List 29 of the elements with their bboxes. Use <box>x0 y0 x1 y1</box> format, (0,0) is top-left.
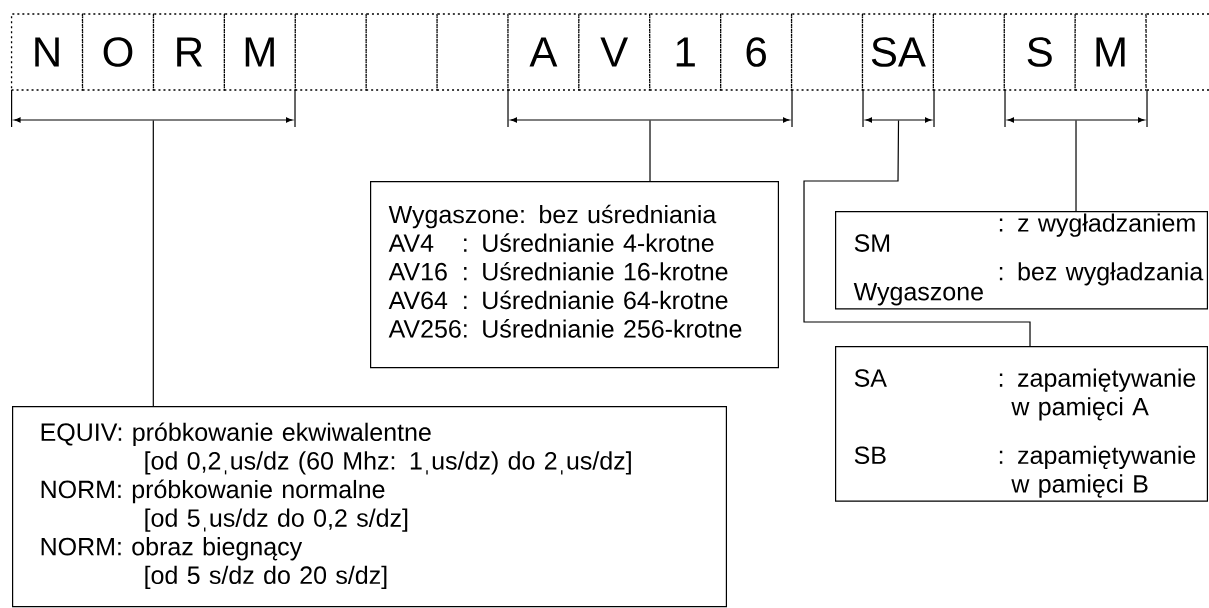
empty-cell <box>294 13 367 91</box>
text-box: SA : zapamiętywanie w pamięci A SB : zapamiętywanie w pamięci B <box>835 346 1208 502</box>
span-bracket <box>507 89 793 128</box>
connector-line <box>649 120 651 182</box>
empty-cell <box>932 13 1005 91</box>
letter-cell: M <box>1074 13 1147 91</box>
letter-cell: 6 <box>720 13 793 91</box>
letter-cell: SA <box>861 13 934 91</box>
empty-cell <box>436 13 509 91</box>
letter-cell: V <box>578 13 651 91</box>
letter-cell: S <box>1003 13 1076 91</box>
letter-cell: O <box>81 13 155 91</box>
connector-line <box>1075 120 1077 212</box>
letter-cell: A <box>507 13 580 91</box>
letter-cell: R <box>152 13 225 91</box>
connector-line <box>152 120 154 407</box>
span-bracket <box>11 89 296 128</box>
letter-cell: M <box>223 13 296 91</box>
empty-cell <box>365 13 438 91</box>
empty-cell <box>790 13 864 91</box>
empty-cell <box>1145 13 1209 91</box>
span-bracket <box>862 89 935 128</box>
text-box: EQUIV: próbkowanie ekwiwalentne [od 0,2ˌus/dz (60 Mhz: 1ˌus/dz) do 2ˌus/dz] NORM: próbkowanie normalne [od 5ˌus/dz do 0,2 s/dz] NORM: obraz biegnący [od 5 s/dz do 20 s/dz] <box>12 406 727 608</box>
span-bracket <box>1004 89 1148 128</box>
connector-line <box>803 120 1031 347</box>
text-box: Wygaszone: bez uśredniania AV4 : Uśrednianie 4-krotne AV16 : Uśrednianie 16-krotne AV64 : Uśrednianie 64-krotne AV256: Uśrednianie 256-krotne <box>370 181 779 369</box>
letter-cell: N <box>10 13 84 91</box>
text-box: SM : z wygładzaniem Wygaszone : bez wygładzania <box>835 211 1208 310</box>
letter-cell: 1 <box>649 13 722 91</box>
